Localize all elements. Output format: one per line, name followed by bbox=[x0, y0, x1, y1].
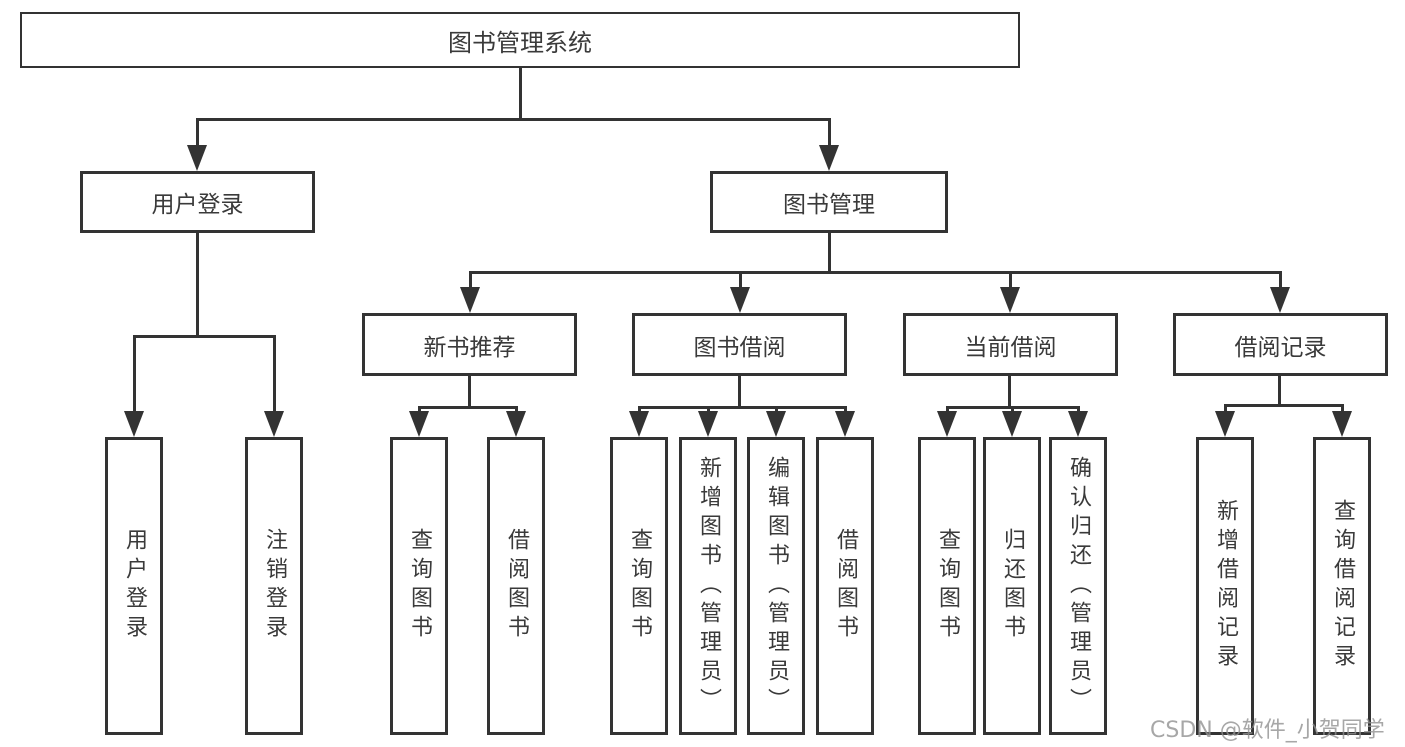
leaf-label: 新增借阅记录 bbox=[1213, 499, 1238, 673]
leaf-borrow-books-borrowing: 借阅图书 bbox=[816, 437, 874, 735]
arrowhead-down-icon bbox=[1332, 411, 1352, 437]
connector-stem bbox=[946, 406, 949, 414]
node-borrowing-records: 借阅记录 bbox=[1173, 313, 1388, 376]
connector-stem bbox=[1009, 271, 1012, 289]
arrowhead-down-icon bbox=[187, 145, 207, 171]
connector-stem bbox=[1341, 404, 1344, 413]
node-book-management: 图书管理 bbox=[710, 171, 948, 233]
leaf-edit-books-admin: 编辑图书（管理员） bbox=[747, 437, 805, 735]
leaf-label: 编辑图书（管理员） bbox=[764, 455, 789, 717]
leaf-return-books: 归还图书 bbox=[983, 437, 1041, 735]
connector-stem bbox=[1011, 406, 1014, 414]
leaf-label: 借阅图书 bbox=[833, 528, 858, 644]
leaf-query-books-recommend: 查询图书 bbox=[390, 437, 448, 735]
arrowhead-down-icon bbox=[1068, 411, 1088, 437]
arrowhead-down-icon bbox=[1000, 287, 1020, 313]
csdn-watermark: CSDN @软件_小贺同学 bbox=[1150, 718, 1385, 743]
leaf-label: 用户登录 bbox=[122, 528, 147, 644]
arrowhead-down-icon bbox=[409, 411, 429, 437]
connector-root-trunk bbox=[519, 68, 522, 120]
node-label: 新书推荐 bbox=[423, 334, 516, 361]
connector-records-trunk bbox=[1278, 376, 1281, 406]
arrowhead-down-icon bbox=[629, 411, 649, 437]
leaf-query-borrow-record: 查询借阅记录 bbox=[1313, 437, 1371, 735]
node-label: 用户登录 bbox=[151, 192, 244, 218]
node-library-management-system: 图书管理系统 bbox=[20, 12, 1020, 68]
connector-recommend-rail bbox=[418, 406, 518, 409]
leaf-query-books-borrowing: 查询图书 bbox=[610, 437, 668, 735]
connector-bookmgmt-trunk bbox=[828, 233, 831, 273]
connector-borrowing-trunk bbox=[738, 376, 741, 408]
connector-recommend-trunk bbox=[468, 376, 471, 408]
connector-root-rail bbox=[196, 118, 831, 121]
leaf-label: 查询借阅记录 bbox=[1330, 499, 1355, 673]
connector-stem bbox=[775, 406, 778, 414]
leaf-logout: 注销登录 bbox=[245, 437, 303, 735]
arrowhead-down-icon bbox=[264, 411, 284, 437]
arrowhead-down-icon bbox=[460, 287, 480, 313]
connector-stem bbox=[418, 406, 421, 414]
arrowhead-down-icon bbox=[730, 287, 750, 313]
arrowhead-down-icon bbox=[819, 145, 839, 171]
node-user-login: 用户登录 bbox=[80, 171, 315, 233]
arrowhead-down-icon bbox=[124, 411, 144, 437]
leaf-add-books-admin: 新增图书（管理员） bbox=[679, 437, 737, 735]
connector-userlogin-trunk bbox=[196, 233, 199, 337]
leaf-label: 查询图书 bbox=[627, 528, 652, 644]
leaf-borrow-books-recommend: 借阅图书 bbox=[487, 437, 545, 735]
node-new-book-recommendation: 新书推荐 bbox=[362, 313, 577, 376]
connector-stem bbox=[707, 406, 710, 414]
node-label: 图书借阅 bbox=[693, 334, 786, 361]
connector-current-trunk bbox=[1008, 376, 1011, 408]
connector-stem bbox=[1224, 404, 1227, 413]
connector-bookmgmt-rail bbox=[469, 271, 1282, 274]
leaf-label: 确认归还（管理员） bbox=[1066, 455, 1091, 717]
leaf-confirm-return-admin: 确认归还（管理员） bbox=[1049, 437, 1107, 735]
leaf-label: 注销登录 bbox=[262, 528, 287, 644]
arrowhead-down-icon bbox=[766, 411, 786, 437]
connector-stem bbox=[196, 118, 199, 150]
node-label: 当前借阅 bbox=[964, 334, 1057, 361]
leaf-label: 归还图书 bbox=[1000, 528, 1025, 644]
connector-stem bbox=[844, 406, 847, 414]
leaf-label: 借阅图书 bbox=[504, 528, 529, 644]
connector-borrowing-rail bbox=[638, 406, 847, 409]
node-label: 图书管理系统 bbox=[448, 28, 592, 57]
connector-stem bbox=[133, 335, 136, 413]
arrowhead-down-icon bbox=[1270, 287, 1290, 313]
connector-stem bbox=[638, 406, 641, 414]
arrowhead-down-icon bbox=[506, 411, 526, 437]
leaf-label: 查询图书 bbox=[407, 528, 432, 644]
leaf-label: 查询图书 bbox=[935, 528, 960, 644]
leaf-add-borrow-record: 新增借阅记录 bbox=[1196, 437, 1254, 735]
arrowhead-down-icon bbox=[835, 411, 855, 437]
arrowhead-down-icon bbox=[1215, 411, 1235, 437]
node-book-borrowing: 图书借阅 bbox=[632, 313, 847, 376]
connector-stem bbox=[469, 271, 472, 289]
connector-stem bbox=[739, 271, 742, 289]
connector-records-rail bbox=[1224, 404, 1344, 407]
connector-userlogin-rail bbox=[133, 335, 276, 338]
leaf-user-login: 用户登录 bbox=[105, 437, 163, 735]
node-label: 图书管理 bbox=[783, 192, 875, 218]
connector-stem bbox=[1279, 271, 1282, 289]
connector-stem bbox=[273, 335, 276, 413]
connector-stem bbox=[515, 406, 518, 414]
connector-stem bbox=[1077, 406, 1080, 414]
arrowhead-down-icon bbox=[698, 411, 718, 437]
arrowhead-down-icon bbox=[1002, 411, 1022, 437]
connector-stem bbox=[828, 118, 831, 150]
arrowhead-down-icon bbox=[937, 411, 957, 437]
node-current-borrowing: 当前借阅 bbox=[903, 313, 1118, 376]
leaf-label: 新增图书（管理员） bbox=[696, 455, 721, 717]
node-label: 借阅记录 bbox=[1234, 334, 1327, 361]
leaf-query-books-current: 查询图书 bbox=[918, 437, 976, 735]
